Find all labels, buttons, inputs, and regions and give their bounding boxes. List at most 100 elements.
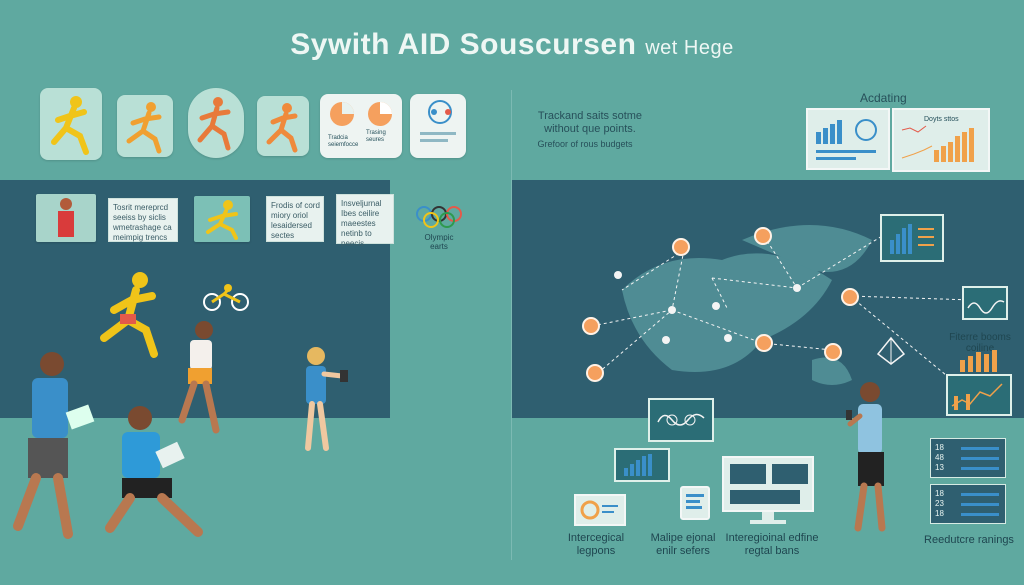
monitor[interactable] bbox=[722, 456, 814, 526]
route-map-icon bbox=[657, 413, 705, 426]
network-crystal-icon bbox=[876, 336, 906, 365]
caption-3: Interegioinal edfine regtal bans bbox=[725, 532, 819, 557]
dashboard-chart-2[interactable]: Doyts sttos bbox=[892, 108, 990, 172]
bar-panel[interactable] bbox=[614, 448, 670, 482]
phone-panel[interactable] bbox=[680, 486, 710, 520]
caption-4: Reedutcre ranings bbox=[924, 534, 1014, 546]
bar-chart-icon bbox=[624, 454, 652, 476]
olympic-text: Olympic earts bbox=[424, 233, 454, 251]
gauge-icon bbox=[580, 500, 618, 520]
monitor-base bbox=[750, 520, 786, 524]
phone-app-icon bbox=[686, 494, 704, 509]
stat-value: 18 bbox=[935, 489, 944, 498]
network-node-1[interactable] bbox=[672, 238, 690, 256]
sprinter-icon bbox=[126, 102, 162, 154]
route-panel[interactable] bbox=[648, 398, 714, 442]
gauge-panel[interactable] bbox=[574, 494, 626, 526]
bar-chart-icon bbox=[890, 224, 934, 254]
monitor-screen bbox=[722, 456, 814, 512]
woman-phone-right-figure bbox=[846, 382, 886, 532]
stat-bar bbox=[961, 457, 999, 460]
athlete-card-4[interactable] bbox=[257, 96, 309, 156]
line-bar-chart-icon bbox=[901, 125, 974, 162]
trend-panel[interactable] bbox=[946, 374, 1012, 416]
woman-phone-figure bbox=[305, 347, 348, 451]
network-node-2[interactable] bbox=[754, 227, 772, 245]
network-node-5[interactable] bbox=[755, 334, 773, 352]
info-card-3[interactable] bbox=[410, 94, 466, 158]
title-tail: wet Hege bbox=[645, 37, 734, 59]
stats-box-2-row-1: 18 bbox=[935, 489, 1001, 499]
monitor-widget-1 bbox=[730, 464, 766, 484]
network-dot-1 bbox=[614, 271, 622, 279]
monitor-widget-3 bbox=[730, 490, 800, 504]
man-tablet-figure bbox=[13, 352, 95, 539]
stat-bar bbox=[961, 447, 999, 450]
pie-chart-icon bbox=[330, 102, 392, 126]
filters-label: Fiterre booms coiline bbox=[949, 332, 1011, 354]
bar-chart-icon bbox=[816, 119, 877, 160]
network-dot-5 bbox=[724, 334, 732, 342]
stats-box-1-row-2: 48 bbox=[935, 453, 1001, 463]
dashboard-chart-1[interactable] bbox=[806, 108, 890, 170]
network-node-7[interactable] bbox=[824, 343, 842, 361]
page-title: Sywith AID Souscursen wet Hege bbox=[0, 28, 1024, 62]
athlete-card-1[interactable] bbox=[40, 88, 102, 160]
stat-bar bbox=[961, 513, 999, 516]
trend-line-icon bbox=[951, 383, 1003, 410]
jogger-icon bbox=[197, 97, 231, 151]
olympic-rings-icon bbox=[416, 206, 462, 228]
kneeling-man-figure bbox=[105, 406, 203, 537]
dashboard-heading: Acdating bbox=[860, 91, 907, 105]
title-main: Sywith AID Souscursen bbox=[290, 28, 637, 61]
sprinter-card[interactable] bbox=[194, 196, 250, 242]
network-dot-4 bbox=[793, 284, 801, 292]
stats-box-2[interactable]: 18 23 18 bbox=[930, 484, 1006, 524]
map-chart-panel[interactable] bbox=[880, 214, 944, 262]
network-dot-6 bbox=[662, 336, 670, 344]
athlete-card-2[interactable] bbox=[117, 95, 173, 157]
stats-box-1[interactable]: 18 48 13 bbox=[930, 438, 1006, 478]
runner-icon bbox=[51, 96, 89, 155]
caption-1: Intercegical legpons bbox=[567, 532, 625, 557]
orange-bars-icon bbox=[960, 350, 997, 372]
network-node-3[interactable] bbox=[582, 317, 600, 335]
network-dot-2 bbox=[668, 306, 676, 314]
network-node-4[interactable] bbox=[586, 364, 604, 382]
cyclist-icon bbox=[203, 284, 249, 311]
athlete-woman-icon bbox=[58, 198, 74, 237]
info-card-1[interactable]: Tradcia seiemfocce bbox=[320, 94, 402, 158]
sprinter-yellow-icon bbox=[206, 200, 238, 240]
stat-value: 48 bbox=[935, 453, 944, 462]
wave-chart-icon bbox=[967, 300, 1005, 314]
right-headline: Trackand saits sotme without que points. bbox=[537, 110, 643, 135]
info-panel-1: Tosrit mereprcd seeiss by siclis wmetras… bbox=[108, 198, 178, 242]
stat-value: 23 bbox=[935, 499, 944, 508]
target-icon bbox=[420, 100, 456, 142]
right-subline: Grefoor of rous budgets bbox=[537, 139, 633, 149]
runner-man-figure bbox=[178, 321, 220, 434]
stats-box-1-row-3: 13 bbox=[935, 463, 1001, 473]
info-panel-2: Frodis of cord miory oriol lesaidersed s… bbox=[266, 196, 324, 242]
stat-value: 18 bbox=[935, 443, 944, 452]
stat-bar bbox=[961, 493, 999, 496]
stats-box-2-row-3: 18 bbox=[935, 509, 1001, 519]
network-dot-3 bbox=[712, 302, 720, 310]
info-card-text-1: Tradcia seiemfocce bbox=[328, 135, 359, 148]
monitor-stand bbox=[762, 512, 774, 520]
stat-bar bbox=[961, 503, 999, 506]
info-card-text-2: Trasing seures bbox=[366, 130, 386, 143]
stat-value: 18 bbox=[935, 509, 944, 518]
monitor-widget-2 bbox=[772, 464, 808, 484]
caption-2: Malipe ejonal enilr sefers bbox=[650, 532, 716, 557]
athlete-photo-card[interactable] bbox=[36, 194, 96, 242]
network-map[interactable] bbox=[512, 180, 1024, 418]
network-node-6[interactable] bbox=[841, 288, 859, 306]
stat-bar bbox=[961, 467, 999, 470]
athlete-icon bbox=[266, 103, 298, 153]
dashboard-panel-title: Doyts sttos bbox=[924, 116, 959, 123]
stats-box-2-row-2: 23 bbox=[935, 499, 1001, 509]
athlete-card-3[interactable] bbox=[188, 88, 244, 158]
mini-line-panel[interactable] bbox=[962, 286, 1008, 320]
olympic-logo: Olympic earts bbox=[412, 204, 466, 251]
